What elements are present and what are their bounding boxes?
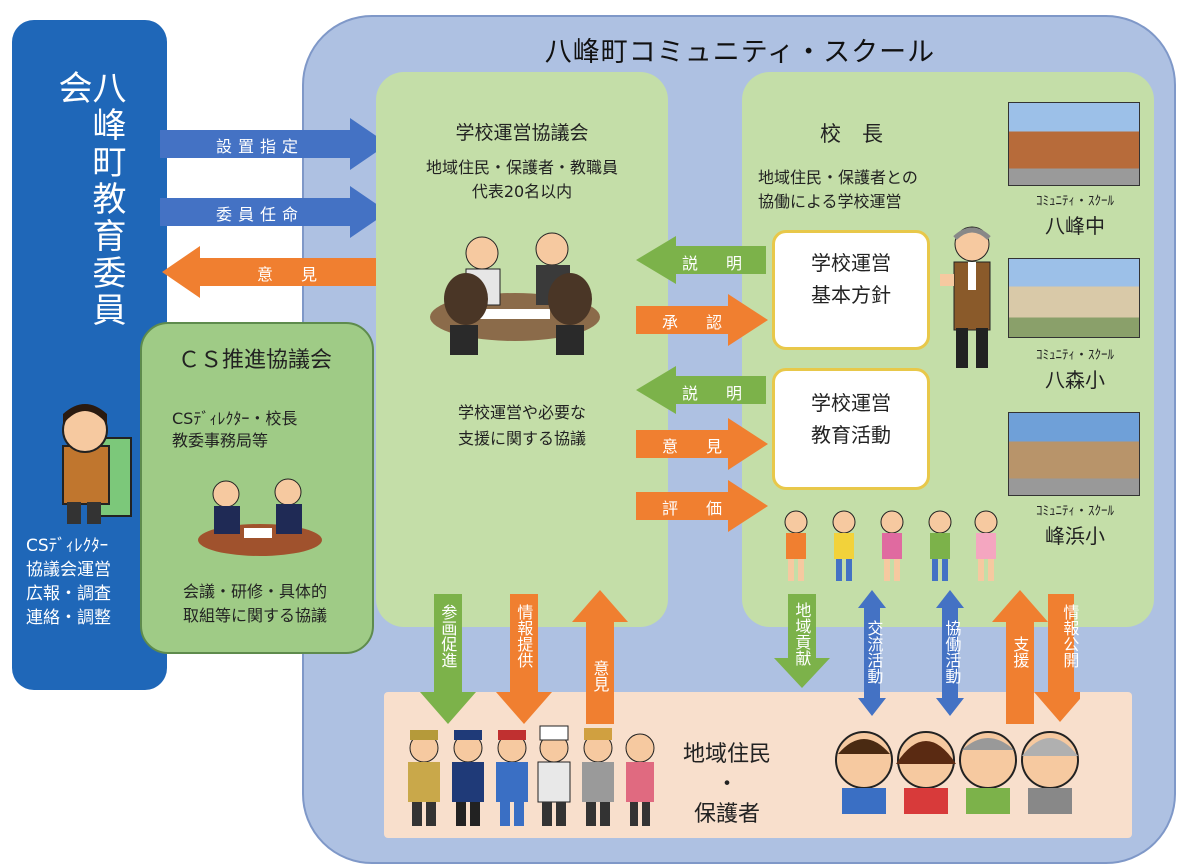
council-title: 学校運営協議会 — [455, 122, 589, 144]
cs-promotion-members2: 教委事務局等 — [172, 431, 269, 450]
board-arrows — [160, 118, 388, 298]
board-opinion-label: 意 見 — [256, 265, 323, 284]
director-line3: 連絡・調整 — [26, 608, 111, 628]
community-line1: 地域住民 — [682, 742, 771, 767]
cs-director-figure — [62, 404, 132, 524]
cs-promotion-desc1: 会議・研修・具体的 — [182, 582, 327, 601]
education-line2: 教育活動 — [811, 423, 891, 447]
community-dot: ・ — [715, 772, 738, 797]
principal-title: 校 長 — [820, 122, 883, 146]
minehama-es-photo — [1008, 412, 1140, 496]
children-illustration — [784, 510, 998, 581]
education-activity-box: 学校運営 教育活動 — [772, 368, 930, 490]
exchange-label: 交流活動 — [864, 620, 884, 684]
eval-opinion-label: 意 見 — [661, 437, 728, 456]
principal-desc2: 協働による学校運営 — [758, 192, 902, 211]
school3-name: 峰浜小 — [1045, 524, 1105, 548]
cs-promotion-title: ＣＳ推進協議会 — [177, 348, 332, 373]
meeting-illustration-small — [198, 478, 322, 556]
explain-label-2: 説 明 — [681, 384, 748, 403]
middle-arrows — [636, 236, 768, 532]
director-line2: 広報・調査 — [26, 584, 111, 604]
school2-prefix: ｺﾐｭﾆﾃｨ・ｽｸｰﾙ — [1035, 348, 1114, 363]
policy-line2: 基本方針 — [811, 283, 891, 307]
community-workers-illustration — [408, 725, 655, 826]
director-title: CSﾃﾞｨﾚｸﾀｰ — [26, 536, 109, 556]
support-label: 支援 — [1010, 636, 1030, 668]
appoint-label: 委員任命 — [215, 205, 304, 224]
explain-label-1: 説 明 — [681, 254, 748, 273]
board-of-education-title: 八峰町教育委員会 — [52, 70, 126, 329]
contribute-label: 地域貢献 — [792, 602, 812, 666]
vertical-arrows — [420, 590, 1080, 724]
residents-illustration — [835, 731, 1079, 814]
principal-desc1: 地域住民・保護者との — [758, 168, 918, 187]
basic-policy-box: 学校運営 基本方針 — [772, 230, 930, 350]
school3-prefix: ｺﾐｭﾆﾃｨ・ｽｸｰﾙ — [1035, 504, 1114, 519]
cs-promotion-council-panel — [140, 322, 374, 654]
director-line1: 協議会運営 — [26, 560, 111, 580]
council-members: 地域住民・保護者・教職員 — [425, 158, 618, 177]
hachimori-es-photo — [1008, 258, 1140, 338]
council-discussion2: 支援に関する協議 — [457, 429, 586, 448]
school-management-council-panel — [376, 72, 668, 627]
evaluate-label: 評 価 — [661, 499, 728, 518]
cs-promotion-members1: CSﾃﾞｨﾚｸﾀｰ・校長 — [172, 409, 298, 428]
opinion-arrow — [162, 246, 388, 298]
designate-label: 設置指定 — [215, 137, 304, 156]
plan-label: 参画促進 — [438, 604, 458, 668]
school2-name: 八森小 — [1045, 368, 1105, 392]
community-opinion-label: 意見 — [590, 660, 610, 692]
hachimine-jhs-photo — [1008, 102, 1140, 186]
community-line2: 保護者 — [693, 802, 760, 827]
info-public-label: 情報公開 — [1060, 604, 1080, 668]
collab-label: 協働活動 — [942, 620, 962, 684]
policy-line1: 学校運営 — [811, 251, 891, 275]
school1-prefix: ｺﾐｭﾆﾃｨ・ｽｸｰﾙ — [1035, 194, 1114, 209]
council-discussion1: 学校運営や必要な — [457, 403, 586, 422]
council-limit: 代表20名以内 — [471, 182, 573, 201]
cs-promotion-desc2: 取組等に関する協議 — [182, 606, 327, 625]
approve-label: 承 認 — [661, 313, 728, 332]
principal-figure — [940, 226, 991, 368]
meeting-illustration — [430, 232, 600, 355]
education-line1: 学校運営 — [811, 391, 891, 415]
community-school-title: 八峰町コミュニティ・スクール — [544, 37, 936, 68]
designate-arrow — [160, 118, 388, 170]
info-provide-label: 情報提供 — [514, 604, 534, 668]
appoint-arrow — [160, 186, 388, 238]
school1-name: 八峰中 — [1045, 214, 1105, 238]
